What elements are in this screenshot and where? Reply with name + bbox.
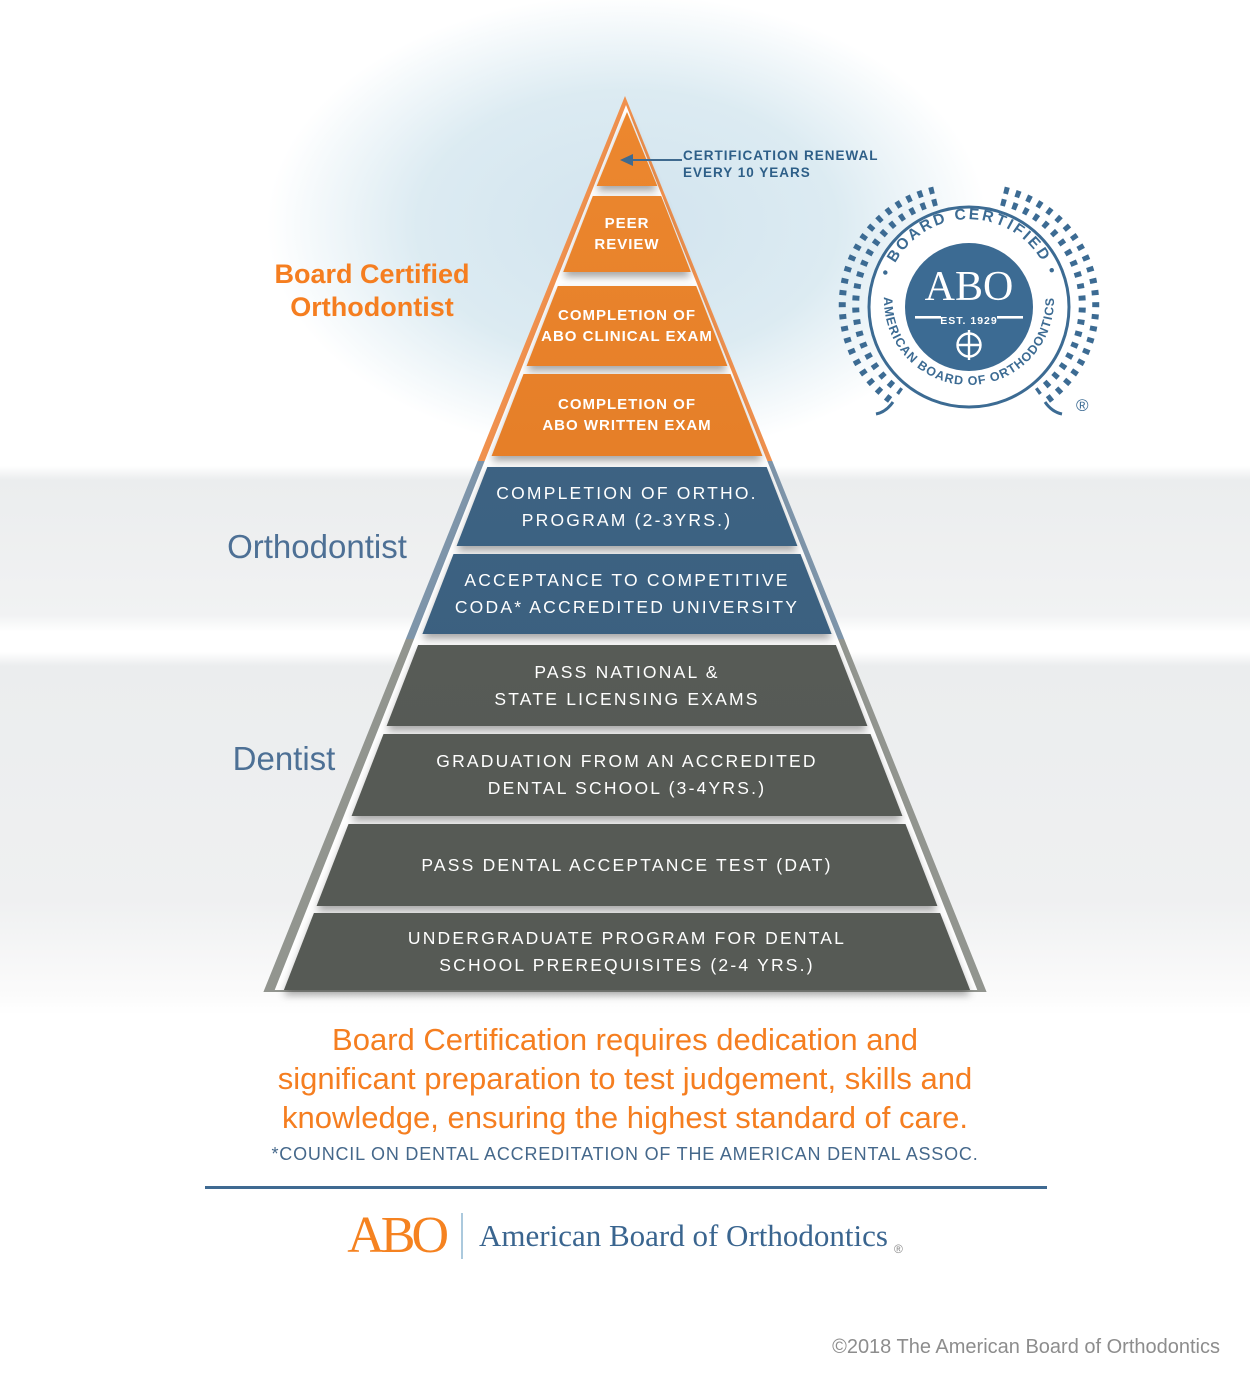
segment-label: COMPLETION OF ORTHO. PROGRAM (2-3YRS.) (0, 467, 1250, 546)
tagline-line: Board Certification requires dedication … (332, 1022, 918, 1057)
tip-annotation-line1: CERTIFICATION RENEWAL (683, 148, 879, 163)
segment-label-line: STATE LICENSING EXAMS (494, 688, 760, 709)
logo-acronym: ABO (347, 1207, 449, 1264)
laurel-wreath-icon (838, 186, 1100, 416)
side-label-board-certified-orthodontist: Board Certified Orthodontist (222, 258, 522, 324)
seal-acronym: ABO (925, 264, 1014, 310)
abo-logo: ABO American Board of Orthodontics ® (0, 1208, 1250, 1264)
tip-annotation: CERTIFICATION RENEWAL EVERY 10 YEARS (683, 147, 879, 181)
seal-est-text: EST. 1929 (940, 315, 997, 327)
tip-arrow-icon (620, 154, 682, 166)
segment-label-line: REVIEW (594, 236, 660, 253)
seal-registered-mark: ® (1076, 396, 1089, 415)
tagline: Board Certification requires dedication … (0, 1020, 1250, 1137)
abo-seal: • BOARD CERTIFIED • AMERICAN BOARD OF OR… (838, 186, 1100, 416)
segment-label: PEER REVIEW (0, 196, 1250, 272)
copyright: ©2018 The American Board of Orthodontics (832, 1336, 1220, 1358)
segment-label: COMPLETION OF ABO WRITTEN EXAM (0, 374, 1250, 456)
seal-center-disc (905, 243, 1033, 371)
seal-emblem-icon (956, 330, 982, 360)
segment-label-line: PASS NATIONAL & (534, 661, 720, 682)
logo-name: American Board of Orthodontics (479, 1218, 888, 1253)
segment-label-line: ABO WRITTEN EXAM (542, 417, 712, 434)
side-label-line: Board Certified (274, 259, 470, 289)
tagline-line: knowledge, ensuring the highest standard… (282, 1100, 968, 1135)
segment-label: UNDERGRADUATE PROGRAM FOR DENTAL SCHOOL P… (0, 913, 1250, 990)
segment-label-line: PROGRAM (2-3YRS.) (521, 509, 733, 530)
segment-label-line: CODA* ACCREDITED UNIVERSITY (454, 597, 800, 617)
tip-annotation-line2: EVERY 10 YEARS (683, 165, 811, 180)
footer-divider (205, 1186, 1047, 1189)
segment-label: GRADUATION FROM AN ACCREDITED DENTAL SCHO… (0, 734, 1250, 816)
segment-label-line: SCHOOL PREREQUISITES (2-4 YRS.) (439, 954, 815, 975)
segment-label-line: DENTAL SCHOOL (3-4YRS.) (487, 778, 767, 798)
segment-label: PASS DENTAL ACCEPTANCE TEST (DAT) (0, 824, 1250, 906)
side-label-dentist: Dentist (232, 740, 336, 777)
segment-label-line: GRADUATION FROM AN ACCREDITED (436, 751, 818, 771)
segment-label: PASS NATIONAL & STATE LICENSING EXAMS (0, 645, 1250, 726)
segment-label-line: UNDERGRADUATE PROGRAM FOR DENTAL (407, 927, 847, 948)
side-label-line: Orthodontist (290, 292, 454, 322)
logo-divider (461, 1213, 464, 1259)
segment-label-line: PEER (604, 215, 650, 232)
segment-label-line: COMPLETION OF (558, 307, 696, 324)
segment-label: ACCEPTANCE TO COMPETITIVE CODA* ACCREDITE… (0, 554, 1250, 634)
registered-mark: ® (893, 1242, 903, 1256)
side-label-orthodontist: Orthodontist (227, 528, 407, 565)
segment-label-line: COMPLETION OF ORTHO. (496, 482, 758, 503)
segment-label-line: ACCEPTANCE TO COMPETITIVE (464, 570, 790, 590)
tagline-line: significant preparation to test judgemen… (277, 1061, 973, 1096)
segment-label: COMPLETION OF ABO CLINICAL EXAM (0, 286, 1250, 366)
segment-label-line: COMPLETION OF (558, 396, 696, 413)
segment-label-line: ABO CLINICAL EXAM (541, 328, 713, 345)
footnote: *COUNCIL ON DENTAL ACCREDITATION OF THE … (271, 1144, 979, 1164)
segment-label-line: PASS DENTAL ACCEPTANCE TEST (DAT) (421, 854, 833, 875)
